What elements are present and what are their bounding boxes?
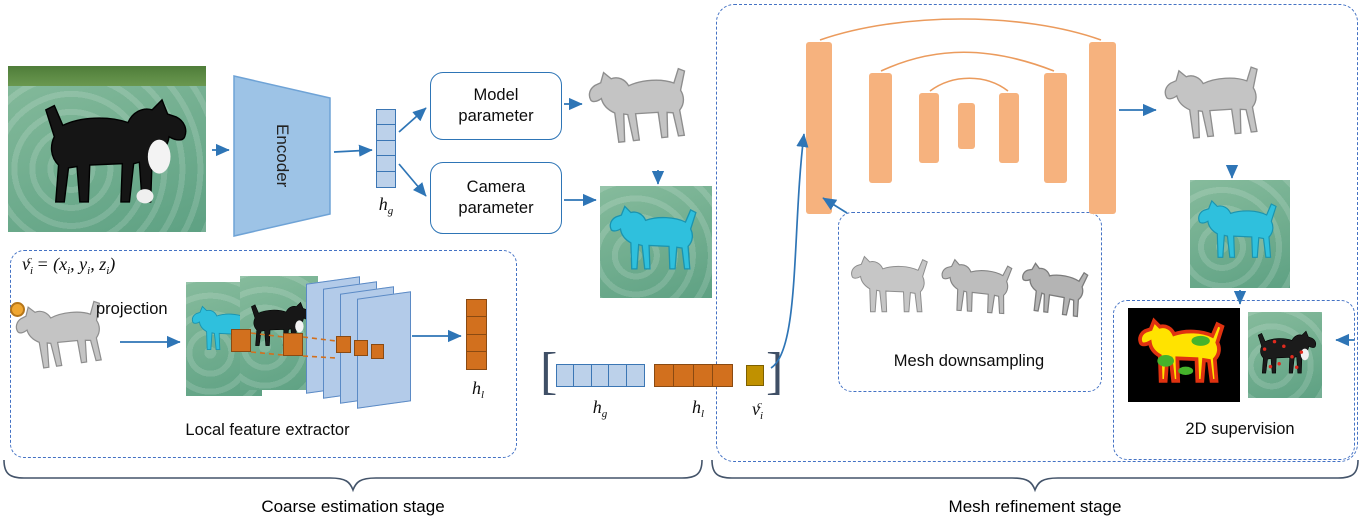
concat-hg-cell bbox=[573, 364, 593, 387]
camera-parameter-box: Camera parameter bbox=[430, 162, 562, 234]
arrow-hg-to-model-param bbox=[398, 107, 427, 133]
downsample-dog-mid bbox=[933, 241, 1023, 339]
right-bracket: ] bbox=[766, 343, 784, 400]
hl-cell bbox=[466, 351, 487, 371]
silhouette-mask-image bbox=[1128, 308, 1240, 402]
coarse-cyan-dog bbox=[604, 198, 708, 286]
unet-bar-3 bbox=[919, 93, 939, 163]
concat-hg-cell bbox=[590, 364, 610, 387]
concat-hl-cell bbox=[653, 364, 675, 387]
keypoint-markers bbox=[1262, 339, 1304, 369]
concat-vic-label: vic bbox=[752, 399, 764, 422]
model-parameter-box: Model parameter bbox=[430, 72, 562, 140]
left-bracket: [ bbox=[540, 343, 558, 400]
refined-overlay-image bbox=[1190, 180, 1290, 288]
mesh-downsampling-label: Mesh downsampling bbox=[893, 352, 1045, 370]
sample-patch bbox=[231, 329, 251, 352]
coarse-stage-brace bbox=[3, 459, 703, 493]
projection-mesh-dog bbox=[5, 279, 122, 396]
arrow-hg-to-camera-param bbox=[398, 163, 427, 197]
mesh-downsampling-box bbox=[838, 212, 1102, 392]
downsample-dog-coarse bbox=[1010, 245, 1099, 341]
concat-hl-cell bbox=[692, 364, 714, 387]
local-extractor-label: Local feature extractor bbox=[185, 421, 350, 439]
concat-vertex-cell bbox=[746, 365, 764, 386]
concat-hl-cell bbox=[673, 364, 695, 387]
hg-label: hg bbox=[378, 194, 394, 217]
local-feature-extractor-box bbox=[10, 250, 517, 458]
concat-hl-cells bbox=[653, 364, 734, 387]
local-bw-dog bbox=[243, 296, 315, 358]
keypoint-photo bbox=[1248, 312, 1322, 398]
hl-cell bbox=[466, 333, 487, 353]
input-dog-photo bbox=[8, 66, 206, 232]
hg-cell bbox=[376, 108, 396, 126]
unet-bar-7 bbox=[1089, 42, 1116, 214]
hg-cell bbox=[376, 155, 396, 173]
hg-vector bbox=[376, 108, 396, 189]
grass-strip bbox=[8, 66, 206, 86]
unet-bar-4 bbox=[958, 103, 975, 149]
concat-hg-cells bbox=[555, 364, 646, 387]
sample-patch bbox=[354, 340, 368, 356]
refine-stage-label: Mesh refinement stage bbox=[948, 497, 1122, 516]
puppy-silhouette bbox=[26, 94, 196, 204]
keypoint-dog bbox=[1250, 324, 1320, 386]
concat-hg-cell bbox=[608, 364, 628, 387]
concat-hg-cell bbox=[626, 364, 646, 387]
vertex-dot bbox=[10, 302, 25, 317]
hg-cell bbox=[376, 124, 396, 142]
mask-dog bbox=[1134, 314, 1234, 396]
refined-mesh-dog bbox=[1154, 40, 1280, 171]
refine-stage-brace bbox=[711, 459, 1359, 493]
concat-hg-label: hg bbox=[592, 397, 608, 420]
sample-patch bbox=[283, 333, 303, 356]
unet-bar-6 bbox=[1044, 73, 1067, 183]
downsample-dog-fine bbox=[846, 238, 938, 338]
camera-parameter-label: Camera parameter bbox=[458, 178, 534, 217]
encoder-label: Encoder bbox=[273, 124, 292, 188]
projection-label: projection bbox=[96, 300, 168, 318]
unet-bar-1 bbox=[806, 42, 832, 214]
coarse-stage-label: Coarse estimation stage bbox=[261, 497, 445, 516]
hl-cell bbox=[466, 316, 487, 336]
refined-cyan-dog bbox=[1193, 192, 1287, 274]
vertex-formula: vic = (xi, yi, zi) bbox=[22, 254, 116, 277]
concat-hl-label: hl bbox=[691, 397, 705, 420]
supervision-label: 2D supervision bbox=[1185, 420, 1295, 438]
hg-cell bbox=[376, 171, 396, 189]
unet-bar-2 bbox=[869, 73, 892, 183]
concat-hl-cell bbox=[712, 364, 734, 387]
sample-patch bbox=[336, 336, 351, 353]
model-parameter-label: Model parameter bbox=[458, 86, 534, 125]
hl-label: hl bbox=[471, 378, 485, 401]
hl-cell bbox=[466, 298, 487, 318]
unet-bar-5 bbox=[999, 93, 1019, 163]
concat-hg-cell bbox=[555, 364, 575, 387]
coarse-mesh-dog bbox=[578, 44, 708, 174]
encoder-trapezoid bbox=[233, 75, 331, 237]
hg-cell bbox=[376, 139, 396, 157]
hl-vector bbox=[466, 298, 487, 371]
sample-patch bbox=[371, 344, 384, 359]
arrow-encoder-to-hg bbox=[333, 144, 373, 157]
coarse-overlay-image bbox=[600, 186, 712, 298]
